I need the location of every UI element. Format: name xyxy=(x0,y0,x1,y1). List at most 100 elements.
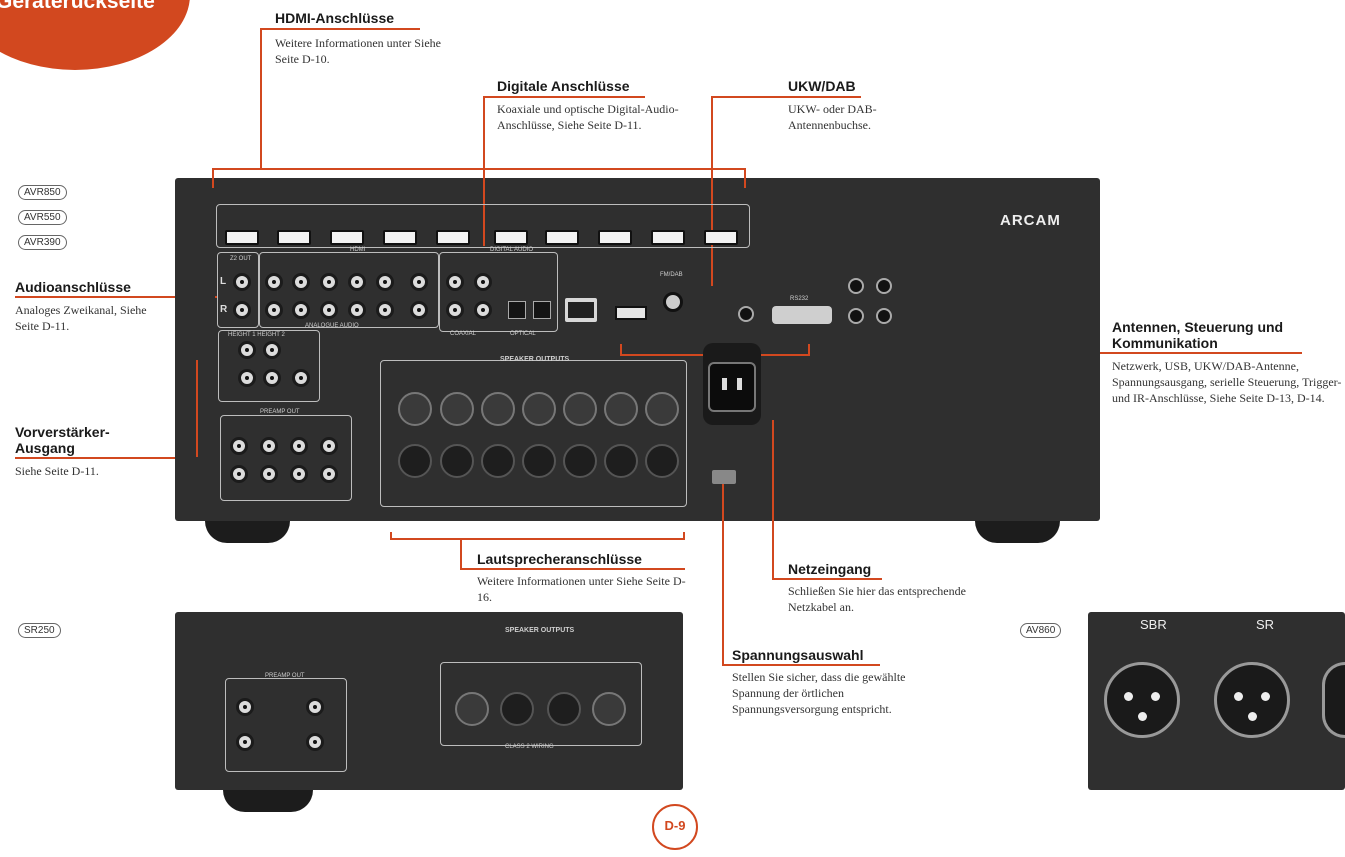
netz-heading: Netzeingang xyxy=(788,561,872,577)
spannung-leader xyxy=(722,480,724,666)
hdmi-leader xyxy=(260,28,262,169)
rca-jack xyxy=(265,301,283,319)
rca-jack xyxy=(410,273,428,291)
preamp-out-label: PREAMP OUT xyxy=(260,409,300,415)
model-badge-avr390: AVR390 xyxy=(18,235,67,250)
page-number: D-9 xyxy=(664,818,686,833)
audio-underline xyxy=(15,296,215,298)
hdmi-port xyxy=(545,230,579,245)
hdmi-port xyxy=(225,230,259,245)
rca-jack xyxy=(263,341,281,359)
rca-jack xyxy=(306,733,324,751)
sr250-speaker-outputs-label: SPEAKER OUTPUTS xyxy=(505,627,575,634)
digital-underline xyxy=(483,96,645,98)
hdmi-port xyxy=(277,230,311,245)
zone2-label: Z2 OUT xyxy=(230,256,252,262)
hdmi-port xyxy=(330,230,364,245)
rca-jack xyxy=(236,733,254,751)
rca-jack xyxy=(292,273,310,291)
vorverstaerker-underline xyxy=(15,457,215,459)
netz-underline xyxy=(772,578,882,580)
coax-jack xyxy=(446,273,464,291)
hdmi-bracket-right xyxy=(744,168,746,188)
voltage-selector-switch xyxy=(712,470,736,484)
rca-jack xyxy=(306,698,324,716)
rca-jack xyxy=(320,437,338,455)
rca-jack xyxy=(376,273,394,291)
lautsprecher-underline xyxy=(460,568,685,570)
hdmi-port xyxy=(651,230,685,245)
hdmi-bracket xyxy=(212,168,746,170)
left-channel-label: L xyxy=(220,276,227,287)
rca-jack xyxy=(292,301,310,319)
xlr-connector-partial xyxy=(1322,662,1345,738)
ukw-text: UKW- oder DAB-Antennenbuchse. xyxy=(788,102,877,132)
speaker-terminal-negative xyxy=(398,444,432,478)
rca-jack xyxy=(320,465,338,483)
sr250-class-wiring-label: CLASS 2 WIRING xyxy=(505,744,554,750)
rca-jack xyxy=(263,369,281,387)
digital-audio-group xyxy=(439,252,558,332)
speaker-terminal-positive xyxy=(440,392,474,426)
analogue-audio-label: ANALOGUE AUDIO xyxy=(305,323,359,329)
speaker-bracket xyxy=(390,538,685,540)
speaker-outputs-label: SPEAKER OUTPUTS xyxy=(500,356,570,363)
rca-jack xyxy=(238,369,256,387)
xlr-label-sr: SR xyxy=(1256,617,1275,632)
rca-jack xyxy=(290,437,308,455)
power-inlet xyxy=(708,362,756,412)
netz-leader xyxy=(772,420,774,580)
digital-text: Koaxiale und optische Digital-Audio-Ansc… xyxy=(497,102,679,132)
vorverstaerker-heading-2: Ausgang xyxy=(15,440,75,456)
sr250-preamp-group xyxy=(225,678,347,772)
speaker-bracket-left xyxy=(390,532,392,540)
trigger-jack xyxy=(848,278,864,294)
rca-jack xyxy=(290,465,308,483)
right-channel-label: R xyxy=(220,304,228,315)
hdmi-heading: HDMI-Anschlüsse xyxy=(275,10,395,26)
device-foot-right xyxy=(975,518,1060,543)
coax-jack xyxy=(474,273,492,291)
ethernet-socket xyxy=(568,302,594,318)
sr250-speaker-group xyxy=(440,662,642,746)
ukw-leader xyxy=(711,96,713,286)
speaker-outputs-group xyxy=(380,360,687,507)
rca-jack xyxy=(230,437,248,455)
rca-jack xyxy=(292,369,310,387)
analogue-audio-group xyxy=(259,252,439,328)
lautsprecher-text: Weitere Informationen unter Siehe Seite … xyxy=(477,574,686,604)
model-badge-sr250: SR250 xyxy=(18,623,61,638)
speaker-terminal-negative xyxy=(645,444,679,478)
rca-jack xyxy=(410,301,428,319)
netz-text: Schließen Sie hier das entsprechende Net… xyxy=(788,584,966,614)
xlr-connector xyxy=(1104,662,1180,738)
antennen-bracket-right xyxy=(808,344,810,356)
xlr-connector xyxy=(1214,662,1290,738)
model-badge-avr550: AVR550 xyxy=(18,210,67,225)
antenna-jack xyxy=(663,292,683,312)
preamp-bracket xyxy=(196,360,198,457)
rs232-port xyxy=(772,306,832,324)
hdmi-port xyxy=(494,230,528,245)
ukw-heading: UKW/DAB xyxy=(788,78,856,94)
speaker-terminal-negative xyxy=(547,692,581,726)
rca-jack xyxy=(348,273,366,291)
coaxial-label: COAXIAL xyxy=(450,331,477,337)
vorverstaerker-text: Siehe Seite D-11. xyxy=(15,464,99,478)
hdmi-port xyxy=(598,230,632,245)
ir-jack xyxy=(876,278,892,294)
height-labels: HEIGHT 1 HEIGHT 2 xyxy=(228,332,285,338)
rca-jack xyxy=(260,437,278,455)
rca-jack xyxy=(230,465,248,483)
audio-leader xyxy=(215,296,217,298)
digital-audio-label: DIGITAL AUDIO xyxy=(490,247,534,253)
fm-dab-label: FM/DAB xyxy=(660,272,683,278)
rca-jack xyxy=(233,273,251,291)
hdmi-group-label: HDMI xyxy=(350,247,366,253)
device-foot-left xyxy=(205,518,290,543)
speaker-terminal-negative xyxy=(500,692,534,726)
speaker-terminal-negative xyxy=(440,444,474,478)
optical-label: OPTICAL xyxy=(510,331,536,337)
antennen-text: Netzwerk, USB, UKW/DAB-Antenne, Spannung… xyxy=(1112,359,1342,405)
coax-jack xyxy=(474,301,492,319)
